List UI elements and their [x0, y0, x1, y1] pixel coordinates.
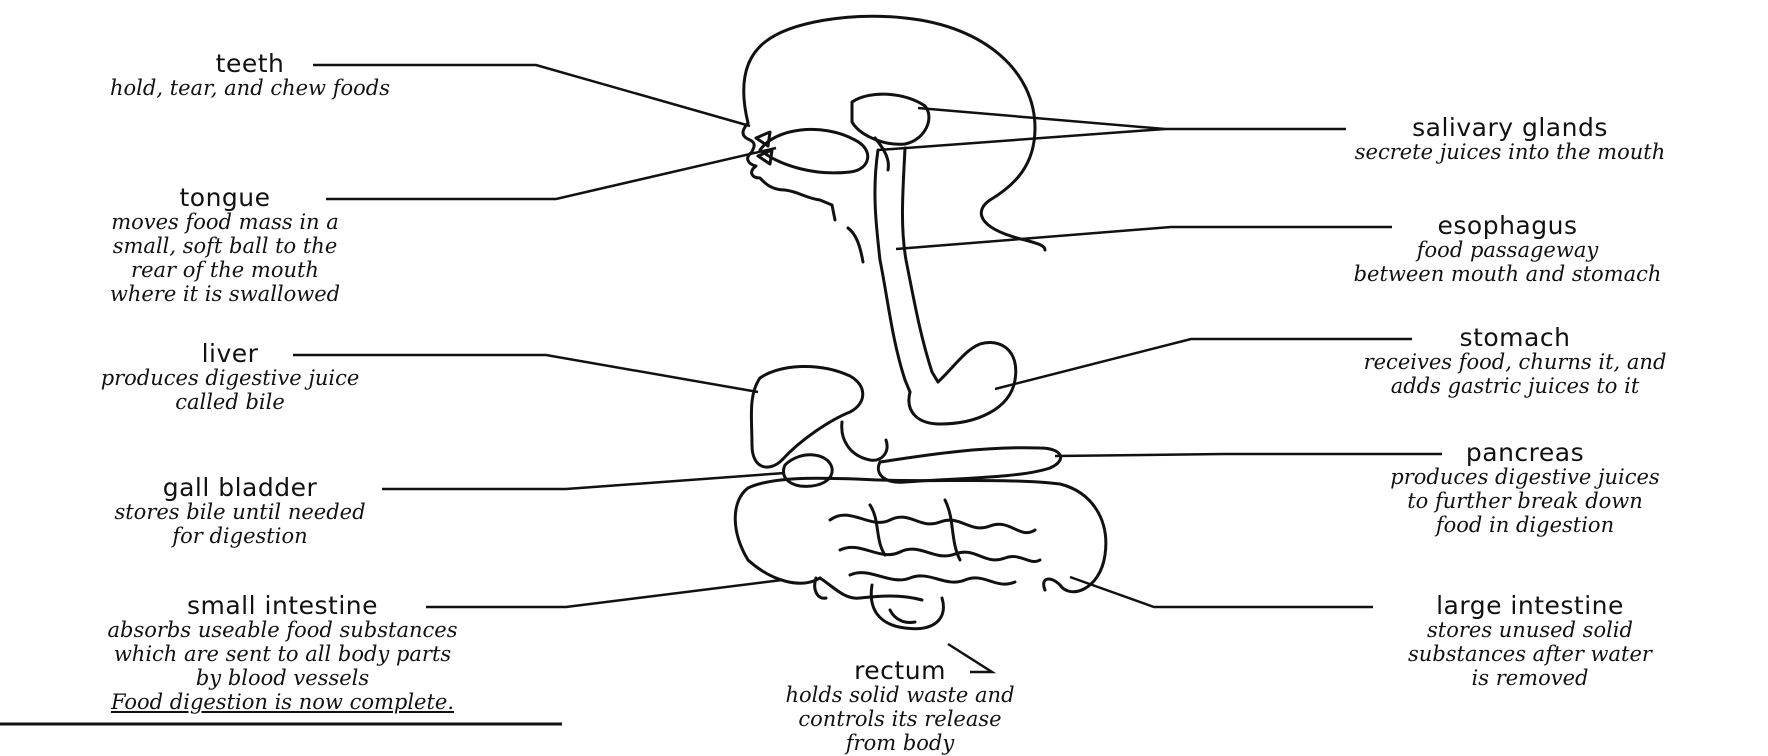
label-salivary-glands: salivary glands secrete juices into the … — [1260, 115, 1760, 164]
label-title: pancreas — [1290, 440, 1760, 465]
description-line: rear of the mouth — [40, 258, 410, 282]
description-line: controls its release — [700, 707, 1100, 731]
description-line: food passageway — [1255, 238, 1760, 262]
description-line: produces digestive juice — [30, 366, 430, 390]
label-title: rectum — [700, 658, 1100, 683]
label-stomach: stomach receives food, churns it, and ad… — [1270, 325, 1760, 398]
description-line: between mouth and stomach — [1255, 262, 1760, 286]
description-line: small, soft ball to the — [40, 234, 410, 258]
label-description: stores unused solid substances after wat… — [1320, 618, 1740, 690]
label-description: produces digestive juices to further bre… — [1290, 465, 1760, 537]
label-title: gall bladder — [40, 475, 440, 500]
tongue-shape — [760, 129, 868, 172]
salivary-gland-shape — [852, 94, 929, 144]
label-description: hold, tear, and chew foods — [20, 76, 480, 100]
label-small-intestine: small intestine absorbs useable food sub… — [0, 593, 565, 714]
label-tongue: tongue moves food mass in a small, soft … — [40, 185, 410, 306]
salivary-leader-line — [878, 129, 1165, 150]
description-line: where it is swallowed — [40, 282, 410, 306]
esophagus-shape — [875, 150, 910, 392]
small-intestine-shape — [850, 573, 1015, 584]
label-description: moves food mass in a small, soft ball to… — [40, 210, 410, 306]
description-line: receives food, churns it, and — [1270, 350, 1760, 374]
tooth-upper — [756, 132, 770, 146]
description-line: secrete juices into the mouth — [1260, 140, 1760, 164]
gall-bladder-shape — [783, 455, 832, 487]
esophagus-shape — [902, 148, 938, 382]
description-line: produces digestive juices — [1290, 465, 1760, 489]
label-title: teeth — [20, 51, 480, 76]
label-esophagus: esophagus food passageway between mouth … — [1255, 213, 1760, 286]
description-line: holds solid waste and — [700, 683, 1100, 707]
label-description: receives food, churns it, and adds gastr… — [1270, 350, 1760, 398]
label-title: large intestine — [1320, 593, 1740, 618]
label-gall-bladder: gall bladder stores bile until needed fo… — [40, 475, 440, 548]
description-line: adds gastric juices to it — [1270, 374, 1760, 398]
description-line: is removed — [1320, 666, 1740, 690]
description-line: stores bile until needed — [40, 500, 440, 524]
label-title: esophagus — [1255, 213, 1760, 238]
small-intestine-shape — [840, 547, 1040, 561]
description-line: food in digestion — [1290, 513, 1760, 537]
description-line: substances after water — [1320, 642, 1740, 666]
label-teeth: teeth hold, tear, and chew foods — [20, 51, 480, 100]
completion-note: Food digestion is now complete. — [0, 690, 565, 714]
label-title: tongue — [40, 185, 410, 210]
description-line: called bile — [30, 390, 430, 414]
description-line: stores unused solid — [1320, 618, 1740, 642]
liver-shape — [751, 366, 862, 467]
stomach-shape — [909, 343, 1016, 425]
label-description: produces digestive juice called bile — [30, 366, 430, 414]
label-description: food passageway between mouth and stomac… — [1255, 238, 1760, 286]
label-description: holds solid waste and controls its relea… — [700, 683, 1100, 755]
label-title: salivary glands — [1260, 115, 1760, 140]
description-line: which are sent to all body parts — [0, 642, 565, 666]
label-description: secrete juices into the mouth — [1260, 140, 1760, 164]
small-intestine-shape — [945, 500, 960, 560]
description-line: from body — [700, 731, 1100, 755]
label-large-intestine: large intestine stores unused solid subs… — [1320, 593, 1740, 690]
label-title: liver — [30, 341, 430, 366]
label-description: stores bile until needed for digestion — [40, 500, 440, 548]
label-pancreas: pancreas produces digestive juices to fu… — [1290, 440, 1760, 537]
duodenum-shape — [842, 422, 887, 460]
description-line: hold, tear, and chew foods — [20, 76, 480, 100]
pancreas-shape — [878, 448, 1060, 483]
description-line: moves food mass in a — [40, 210, 410, 234]
description-line: for digestion — [40, 524, 440, 548]
label-liver: liver produces digestive juice called bi… — [30, 341, 430, 414]
label-rectum: rectum holds solid waste and controls it… — [700, 658, 1100, 755]
label-description: absorbs useable food substances which ar… — [0, 618, 565, 714]
rectum-shape — [890, 610, 915, 623]
label-title: small intestine — [0, 593, 565, 618]
small-intestine-shape — [870, 505, 885, 555]
description-line: to further break down — [1290, 489, 1760, 513]
description-line: absorbs useable food substances — [0, 618, 565, 642]
small-intestine-shape — [830, 515, 1035, 533]
label-title: stomach — [1270, 325, 1760, 350]
throat-front — [848, 228, 863, 262]
description-line: by blood vessels — [0, 666, 565, 690]
gall-bladder-leader-line — [382, 473, 785, 489]
